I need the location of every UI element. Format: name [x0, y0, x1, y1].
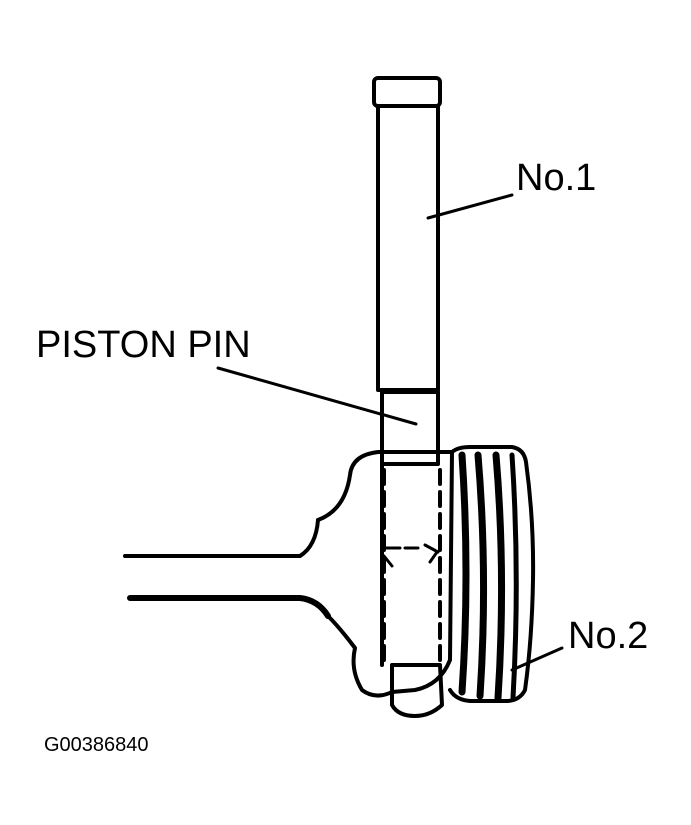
leader-piston-pin [216, 366, 418, 426]
tool-no1 [372, 76, 442, 392]
piston-rings [448, 445, 536, 703]
piston-pin [380, 390, 442, 667]
leader-no1 [426, 193, 514, 220]
tool-no2 [390, 663, 444, 718]
connecting-rod [123, 518, 331, 619]
label-no2: No.2 [568, 615, 648, 657]
label-piston-pin: PISTON PIN [36, 324, 251, 366]
figure-id: G00386840 [44, 734, 149, 756]
leader-no2 [510, 646, 564, 672]
label-no1: No.1 [516, 157, 596, 199]
